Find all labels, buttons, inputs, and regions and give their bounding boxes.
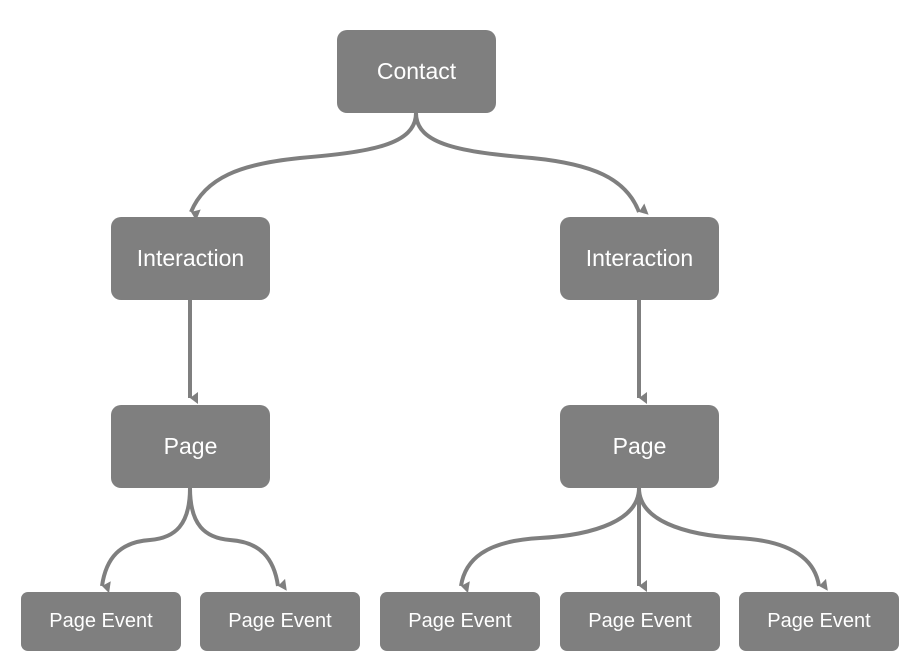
connector-page-left-to-event-2 — [188, 487, 287, 591]
interaction-node-left: Interaction — [111, 217, 270, 300]
connector-page-right-to-event-3 — [637, 487, 828, 591]
contact-node: Contact — [337, 30, 496, 113]
page-event-node: Page Event — [200, 592, 360, 651]
connector-contact-to-interaction-left — [189, 112, 418, 221]
page-event-node: Page Event — [21, 592, 181, 651]
page-node-left: Page — [111, 405, 270, 488]
page-node-right: Page — [560, 405, 719, 488]
page-event-node: Page Event — [560, 592, 720, 651]
interaction-node-right: Interaction — [560, 217, 719, 300]
connector-page-left-to-event-1 — [100, 487, 192, 594]
connector-contact-to-interaction-right — [414, 112, 649, 215]
page-event-node: Page Event — [739, 592, 899, 651]
connector-page-right-to-event-1 — [459, 487, 641, 594]
page-event-node: Page Event — [380, 592, 540, 651]
